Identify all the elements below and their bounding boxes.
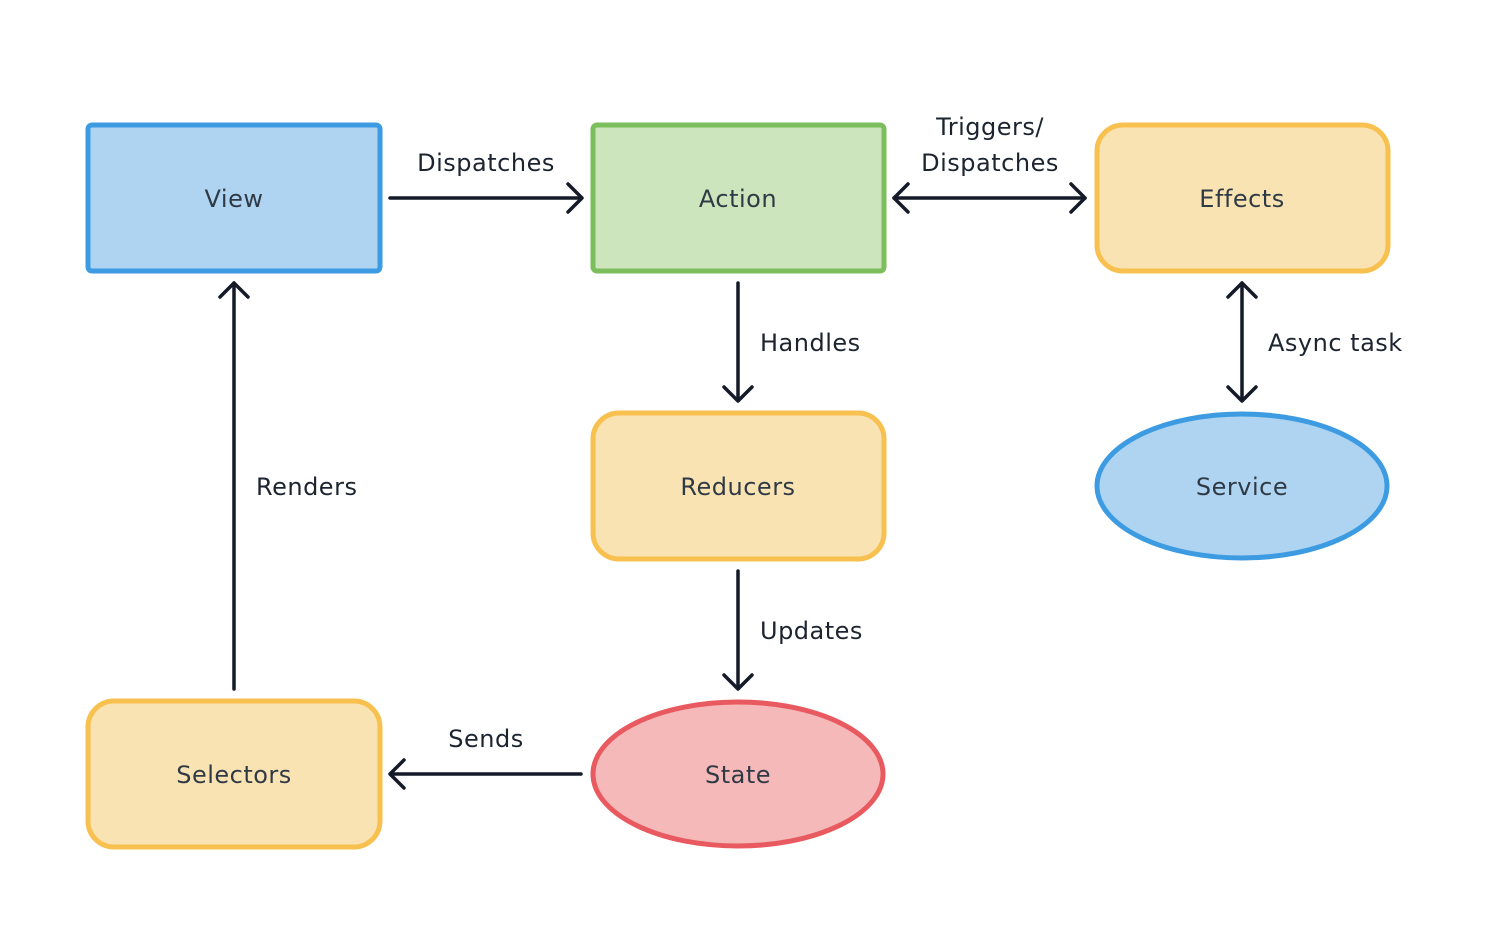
edge-reducers-to-state-label: Updates — [760, 617, 863, 645]
edge-selectors-to-view-arrowhead — [218, 281, 250, 299]
edge-reducers-to-state-arrowhead — [722, 673, 754, 691]
edge-state-to-selectors-label: Sends — [448, 725, 523, 753]
node-state-label: State — [705, 761, 771, 789]
node-action: Action — [590, 122, 887, 274]
node-action-shape — [590, 122, 887, 274]
node-service-label: Service — [1196, 473, 1288, 501]
edge-effects-service-arrowhead-down — [1226, 385, 1258, 403]
node-selectors: Selectors — [85, 698, 383, 850]
node-selectors-label: Selectors — [176, 761, 292, 789]
node-reducers: Reducers — [590, 410, 887, 562]
node-effects-shape — [1094, 122, 1391, 274]
edge-action-effects-label-line2: Dispatches — [921, 149, 1059, 177]
edge-selectors-to-view-label: Renders — [256, 473, 357, 501]
node-reducers-label: Reducers — [680, 473, 795, 501]
edge-action-to-reducers-arrowhead — [722, 385, 754, 403]
node-selectors-shape — [85, 698, 383, 850]
edge-effects-service-label: Async task — [1268, 329, 1403, 357]
edge-selectors-to-view: Renders — [218, 281, 357, 691]
edge-state-to-selectors: Sends — [388, 725, 583, 790]
node-service: Service — [1094, 411, 1390, 561]
node-effects: Effects — [1094, 122, 1391, 274]
node-reducers-shape — [590, 410, 887, 562]
edge-action-effects-arrowhead-right — [1069, 182, 1087, 214]
node-view: View — [85, 122, 383, 274]
edge-action-to-reducers-label: Handles — [760, 329, 861, 357]
node-state-shape — [590, 699, 886, 849]
node-effects-label: Effects — [1199, 185, 1284, 213]
node-state: State — [590, 699, 886, 849]
edge-effects-service-arrowhead-up — [1226, 281, 1258, 299]
node-service-shape — [1094, 411, 1390, 561]
edge-view-to-action: Dispatches — [388, 149, 584, 214]
edge-effects-service: Async task — [1226, 281, 1403, 403]
edge-action-effects-label-line1: Triggers/ — [935, 113, 1044, 141]
edge-state-to-selectors-arrowhead — [388, 758, 406, 790]
edge-action-effects-arrowhead-left — [892, 182, 910, 214]
node-action-label: Action — [699, 185, 777, 213]
edge-action-effects: Triggers/ Dispatches — [892, 113, 1087, 214]
edge-view-to-action-arrowhead — [566, 182, 584, 214]
node-view-label: View — [205, 185, 264, 213]
edge-reducers-to-state: Updates — [722, 569, 863, 691]
node-view-shape — [85, 122, 383, 274]
edge-view-to-action-label: Dispatches — [417, 149, 555, 177]
edge-action-to-reducers: Handles — [722, 281, 861, 403]
